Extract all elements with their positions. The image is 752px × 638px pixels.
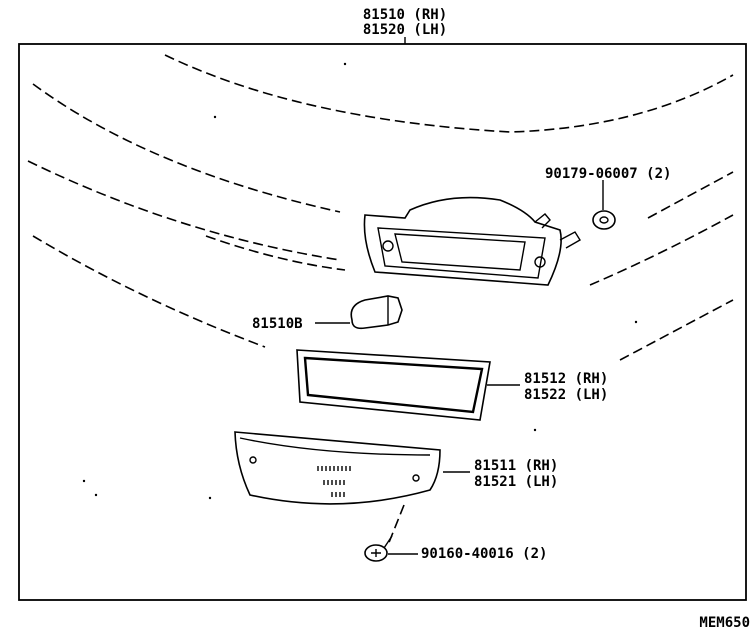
contour-right-upper [647,171,734,219]
screw-cross [371,549,381,557]
screw-shank [383,535,393,549]
housing-inner-rim [377,227,546,279]
nut-hole [599,216,609,224]
housing-mount-hole-left [382,240,394,252]
nut-callout: 90179-06007 (2) [545,166,671,182]
cover-part [234,431,441,505]
header-label-rh: 81510 (RH) [363,7,447,23]
contour-lower-left [32,235,266,348]
bulb-glass [350,295,403,330]
nut-body [592,210,616,230]
contour-top [164,54,734,133]
cover-marking-row1 [317,466,351,471]
screw-part [364,535,393,562]
header-label-lh: 81520 (LH) [363,22,447,38]
nut-part [592,210,616,230]
body-contours [27,54,734,361]
lens-part [296,349,491,421]
cover-callout-rh: 81511 (RH) [474,458,558,474]
contour-upper-left [32,83,341,213]
diagram-frame [18,43,747,601]
contour-right-lower [619,299,734,361]
lens-inner [303,356,484,414]
cover-ridge [239,437,431,456]
contour-mid-short [205,235,346,271]
lamp-housing [363,196,581,286]
contour-mid-left [27,160,341,261]
lens-callout-rh: 81512 (RH) [524,371,608,387]
housing-mount-hole-right [534,256,546,268]
housing-stud-top [534,213,551,229]
screw-callout: 90160-40016 (2) [421,546,547,562]
speck-dots [82,62,638,500]
diagram-code: MEM650 [699,615,750,631]
bulb-callout: 81510B [252,316,303,332]
bulb-part [350,295,403,330]
contour-right-mid [589,214,734,286]
cover-hole-right [412,474,420,482]
housing-reflector [394,233,526,271]
cover-hole-left [249,456,257,464]
cover-marking-row2 [323,480,345,485]
cover-marking-row3 [331,492,345,497]
housing-stud-side [559,231,581,249]
cover-callout-lh: 81521 (LH) [474,474,558,490]
lens-callout-lh: 81522 (LH) [524,387,608,403]
